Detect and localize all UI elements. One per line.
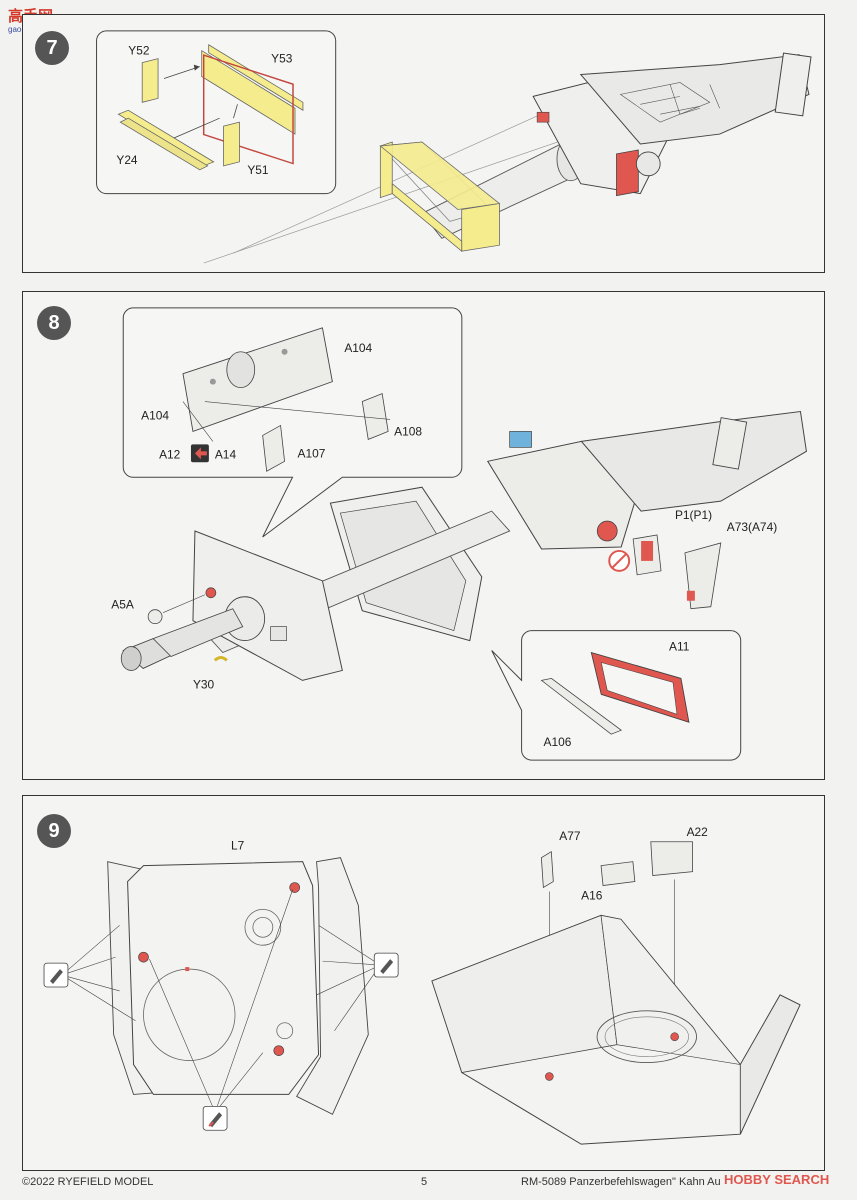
step-8-illustration: A104 A104 A108 A107 A12 A14 A11 A106 P1(…: [111, 307, 807, 761]
label-a107: A107: [298, 446, 326, 460]
step-8-panel: 8 A104 A104 A108 A107 A12 A14 A11 A106: [22, 291, 825, 780]
step-8-number: 8: [37, 306, 71, 340]
label-a104-left: A104: [141, 408, 169, 422]
label-y51: Y51: [247, 163, 269, 177]
hobby-search-watermark: HOBBY SEARCH: [722, 1168, 840, 1195]
label-a106: A106: [544, 735, 572, 749]
label-y24: Y24: [116, 153, 138, 167]
label-a108: A108: [394, 424, 422, 438]
watermark-text: HOBBY SEARCH: [724, 1172, 829, 1187]
footer-page-number: 5: [421, 1176, 428, 1188]
footer-title: RM-5089 Panzerbefehlswagen" Kahn Ausführ…: [521, 1176, 721, 1188]
label-y53: Y53: [271, 52, 293, 66]
part-y52: [141, 58, 159, 103]
step-9-number: 9: [37, 814, 71, 848]
label-a104-top: A104: [344, 341, 372, 355]
label-a73: A73(A74): [727, 520, 777, 534]
step-7-number: 7: [35, 31, 69, 65]
label-a11: A11: [669, 640, 690, 654]
label-y52: Y52: [128, 44, 150, 58]
label-y30: Y30: [193, 677, 215, 691]
step-9-panel: 9 L7 A77 A22: [22, 795, 825, 1171]
step-7-panel: 7 Y52 Y53 Y24 Y51: [22, 14, 825, 273]
footer-copyright: ©2022 RYEFIELD MODEL: [22, 1176, 154, 1188]
label-a5a: A5A: [111, 598, 134, 612]
label-a12: A12: [159, 447, 181, 461]
label-a22: A22: [687, 825, 709, 839]
label-a77: A77: [559, 829, 581, 843]
label-a16: A16: [581, 888, 603, 902]
label-l7: L7: [231, 839, 245, 853]
step-9-illustration: L7 A77 A22 A16: [43, 825, 801, 1145]
label-p1: P1(P1): [675, 508, 712, 522]
label-a14: A14: [215, 447, 237, 461]
step-7-illustration: Y52 Y53 Y24 Y51: [96, 30, 812, 264]
